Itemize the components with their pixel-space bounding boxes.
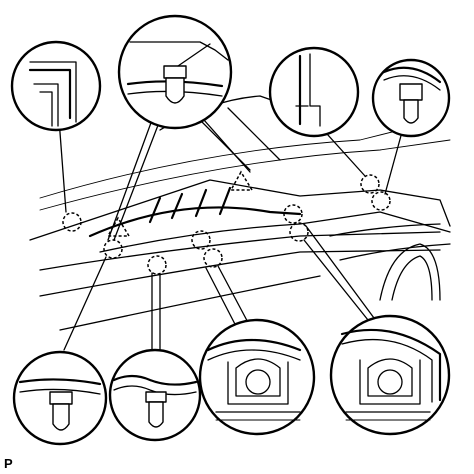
detail-bubble-right-clip: [371, 58, 451, 138]
clip-location: [360, 174, 380, 194]
detail-bubble-clip-housing: [198, 318, 316, 436]
clip-location: [371, 191, 391, 211]
clip-location: [191, 230, 211, 250]
clip-location: [62, 212, 82, 232]
caution-triangle-right: [229, 170, 254, 191]
clip-location: [147, 255, 167, 275]
clip-location: [283, 204, 303, 224]
detail-bubble-bottom-left-clip: [12, 350, 108, 446]
figure-code: P: [4, 456, 13, 471]
clip-location: [103, 239, 123, 259]
detail-bubble-bracket: [10, 40, 102, 132]
clip-location: [203, 248, 223, 268]
door-trim-panel: [29, 95, 451, 331]
detail-bubble-bottom-clip: [108, 348, 202, 442]
detail-bubble-right-clip-housing: [329, 314, 451, 436]
detail-bubble-top-right-profile: [268, 46, 360, 138]
clip-location: [289, 222, 309, 242]
detail-bubble-top-clip: [117, 14, 233, 130]
caution-triangle-left: [106, 216, 131, 237]
